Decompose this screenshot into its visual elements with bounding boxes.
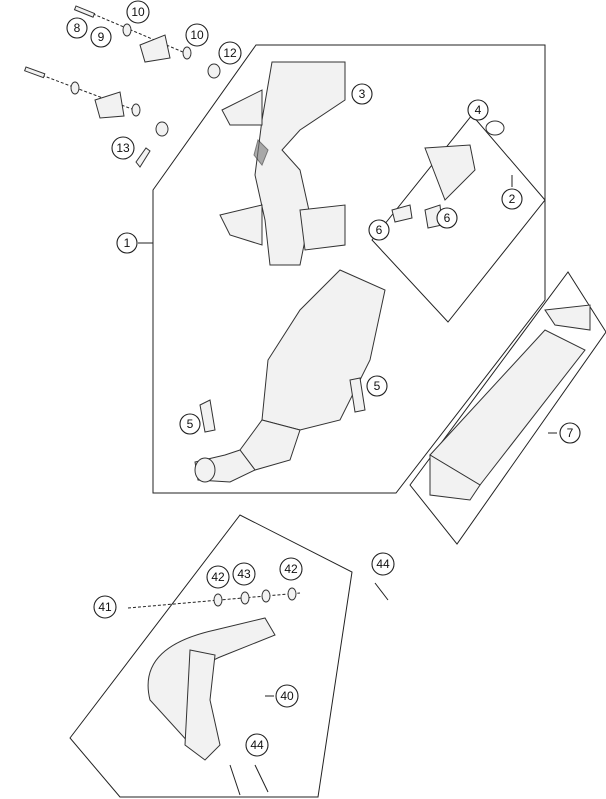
svg-text:13: 13 xyxy=(116,141,130,155)
svg-text:6: 6 xyxy=(444,211,451,225)
callout-9: 9 xyxy=(90,26,112,48)
group-frame-40 xyxy=(69,514,353,798)
callout-2: 2 xyxy=(501,188,523,210)
silencer xyxy=(194,269,386,483)
callout-44: 44 xyxy=(371,552,395,576)
svg-text:1: 1 xyxy=(124,236,131,250)
callout-43: 43 xyxy=(232,562,256,586)
callout-7: 7 xyxy=(559,422,581,444)
callout-1: 1 xyxy=(116,232,138,254)
end-cap xyxy=(391,120,505,229)
callout-40: 40 xyxy=(275,684,299,708)
callout-42: 42 xyxy=(206,565,230,589)
svg-text:9: 9 xyxy=(98,30,105,44)
svg-text:4: 4 xyxy=(475,103,482,117)
svg-text:41: 41 xyxy=(98,600,112,614)
callout-12: 12 xyxy=(218,41,242,65)
callout-6: 6 xyxy=(436,207,458,229)
group-frame-1 xyxy=(152,44,546,494)
svg-text:40: 40 xyxy=(280,689,294,703)
leader-lines xyxy=(138,175,557,697)
svg-text:42: 42 xyxy=(211,570,225,584)
svg-text:12: 12 xyxy=(223,46,237,60)
callout-3: 3 xyxy=(351,83,373,105)
svg-text:3: 3 xyxy=(359,87,366,101)
callout-8: 8 xyxy=(66,17,88,39)
callout-10: 10 xyxy=(126,0,150,24)
svg-text:2: 2 xyxy=(509,192,516,206)
group-frame-7 xyxy=(409,271,606,545)
svg-text:43: 43 xyxy=(237,567,251,581)
svg-text:6: 6 xyxy=(376,223,383,237)
mounting-bolts xyxy=(23,5,221,168)
svg-text:10: 10 xyxy=(131,5,145,19)
svg-text:5: 5 xyxy=(374,379,381,393)
callout-5: 5 xyxy=(366,375,388,397)
callout-41: 41 xyxy=(93,595,117,619)
callout-42: 42 xyxy=(279,557,303,581)
svg-text:44: 44 xyxy=(376,557,390,571)
callout-5: 5 xyxy=(179,413,201,435)
callout-10: 10 xyxy=(185,23,209,47)
svg-text:7: 7 xyxy=(567,426,574,440)
callout-44: 44 xyxy=(245,733,269,757)
svg-text:44: 44 xyxy=(250,738,264,752)
svg-text:8: 8 xyxy=(74,21,81,35)
svg-text:42: 42 xyxy=(284,562,298,576)
header-pipe xyxy=(127,582,389,796)
callout-4: 4 xyxy=(467,99,489,121)
heat-shield xyxy=(219,61,346,266)
svg-text:10: 10 xyxy=(190,28,204,42)
svg-text:5: 5 xyxy=(187,417,194,431)
callout-6: 6 xyxy=(368,219,390,241)
callout-13: 13 xyxy=(111,136,135,160)
silencer-alt xyxy=(429,304,591,501)
